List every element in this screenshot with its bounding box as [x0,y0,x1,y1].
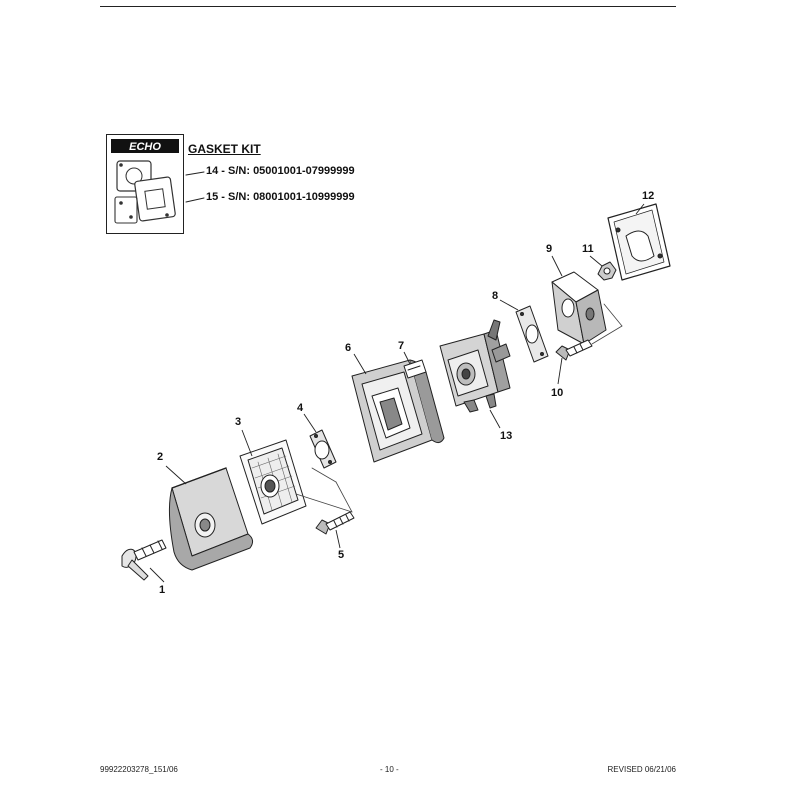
gasket-kit-image: ECHO [106,134,184,234]
callout-1: 1 [159,584,166,596]
leader-11 [589,255,603,267]
leader-7 [403,351,411,365]
part-5-bolt [315,511,355,535]
leader-10 [557,357,563,385]
kit-gasket-c [114,196,138,224]
part-3-filter-element [239,439,307,525]
callout-2: 2 [157,451,164,463]
part-6-adaptor [351,359,445,463]
callout-6: 6 [345,342,352,354]
footer-revised-date: REVISED 06/21/06 [607,765,676,774]
callout-5: 5 [338,549,345,561]
kit-leader-14 [185,171,205,176]
kit-gasket-b-window [144,188,166,210]
callout-8: 8 [492,290,499,302]
leader-5 [335,529,341,549]
leader-6 [353,353,367,375]
part-2-air-cleaner-cover [168,467,254,571]
echo-logo-banner [111,139,179,153]
leader-3 [241,429,253,457]
leader-13 [489,409,501,429]
kit-hole [119,163,123,167]
gasket-kit-line-15: 15 - S/N: 08001001-10999999 [206,191,355,203]
leader-2 [165,465,187,485]
kit-gasket-a-hole [125,167,143,185]
part-4-gasket [309,429,337,469]
part-13-carburetor [439,319,511,413]
callout-9: 9 [546,243,553,255]
callout-3: 3 [235,416,242,428]
gasket-kit-drawing: ECHO [111,139,179,224]
part-11-nut [597,261,617,281]
leader-9 [551,255,563,277]
leader-4 [303,413,317,433]
leader-12 [635,203,645,215]
footer-page-number: - 10 - [380,765,399,774]
kit-hole [165,213,169,217]
kit-leader-15 [185,197,205,203]
part-1-wing-bolt [121,539,167,581]
echo-logo-text: ECHO [129,141,161,153]
header-rule [100,6,676,7]
leader-8 [499,299,519,311]
leader-1 [149,567,165,583]
part-12-gasket-plate [607,203,671,281]
callout-12: 12 [642,190,655,202]
callout-11: 11 [582,243,594,255]
gasket-kit-line-14: 14 - S/N: 05001001-07999999 [206,165,355,177]
kit-hole [129,215,133,219]
kit-hole [119,201,123,205]
part-10-bolt [555,339,593,361]
footer-part-number: 99922203278_151/06 [100,765,178,774]
callout-10: 10 [551,387,564,399]
gasket-kit-title: GASKET KIT [188,142,261,156]
part-7-gasket [403,359,427,379]
part-8-gasket [515,305,549,363]
callout-13: 13 [500,430,513,442]
part-9-insulator [551,271,607,345]
callout-4: 4 [297,402,304,414]
callout-7: 7 [398,340,405,352]
kit-gasket-a [116,160,152,192]
